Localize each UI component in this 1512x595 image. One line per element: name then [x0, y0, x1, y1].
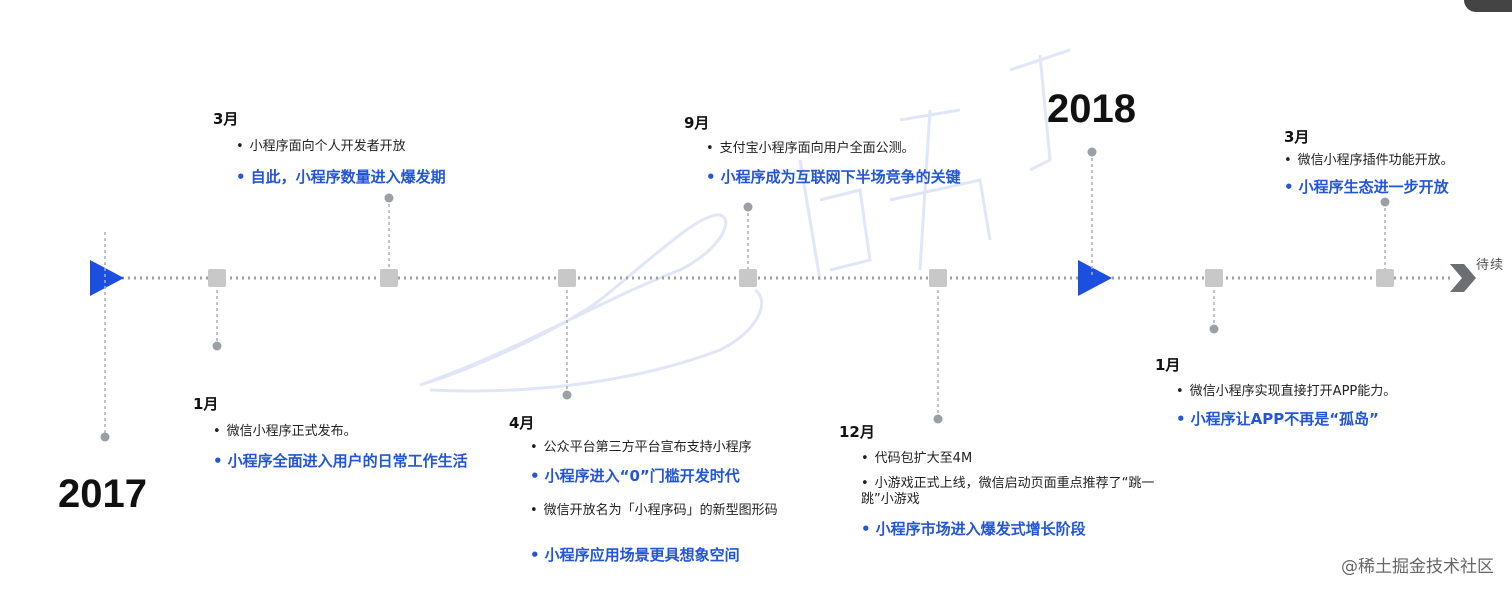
event-2017-12-highlight: 小程序市场进入爆发式增长阶段: [861, 520, 1086, 538]
event-2017-04-highlight: 小程序进入“0”门槛开发时代: [530, 467, 740, 485]
background-watermark: [419, 48, 1071, 393]
event-2018-01-item: 微信小程序实现直接打开APP能力。: [1176, 384, 1397, 400]
event-2018-01-highlight: 小程序让APP不再是“孤岛”: [1176, 410, 1379, 428]
year-2017-marker-icon: [90, 260, 124, 296]
event-2017-01-item: 微信小程序正式发布。: [213, 424, 357, 440]
event-2017-04-month: 4月: [509, 414, 535, 432]
year-2017-label: 2017: [58, 472, 147, 516]
event-2018-03-item: 微信小程序插件功能开放。: [1284, 153, 1454, 169]
event-2017-03-item: 小程序面向个人开发者开放: [236, 139, 406, 155]
timeline-end-arrow-icon: [1450, 264, 1476, 292]
event-2017-12-month: 12月: [839, 423, 875, 441]
event-2017-09-month: 9月: [684, 114, 710, 132]
event-2017-12-item-2: 小游戏正式上线，微信启动页面重点推荐了“跳一跳”小游戏: [861, 476, 1161, 508]
event-2017-12-item-1: 代码包扩大至4M: [861, 451, 973, 467]
event-2017-04-highlight-2: 小程序应用场景更具想象空间: [530, 546, 740, 564]
event-2017-09-item: 支付宝小程序面向用户全面公测。: [706, 141, 915, 157]
event-2018-03-month: 3月: [1284, 128, 1310, 146]
event-2017-04-item: 公众平台第三方平台宣布支持小程序: [530, 440, 752, 456]
year-2018-marker-icon: [1078, 260, 1112, 296]
event-2017-01-month: 1月: [193, 395, 219, 413]
pending-label: 待续: [1476, 258, 1505, 273]
event-2017-04-item-2: 微信开放名为「小程序码」的新型图形码: [530, 503, 780, 519]
event-2017-03-highlight: 自此，小程序数量进入爆发期: [236, 168, 446, 186]
connector-dots: [100, 147, 1390, 442]
year-2018-label: 2018: [1047, 87, 1136, 131]
axis-nodes: [208, 269, 1394, 287]
event-2017-03-month: 3月: [213, 110, 239, 128]
corner-button[interactable]: [1464, 0, 1512, 12]
event-2017-09-highlight: 小程序成为互联网下半场竞争的关键: [706, 168, 961, 186]
event-2018-01-month: 1月: [1155, 356, 1181, 374]
brand-watermark: @稀土掘金技术社区: [1341, 557, 1494, 577]
event-2018-03-highlight: 小程序生态进一步开放: [1284, 178, 1449, 196]
event-2017-01-highlight: 小程序全面进入用户的日常工作生活: [213, 452, 468, 470]
